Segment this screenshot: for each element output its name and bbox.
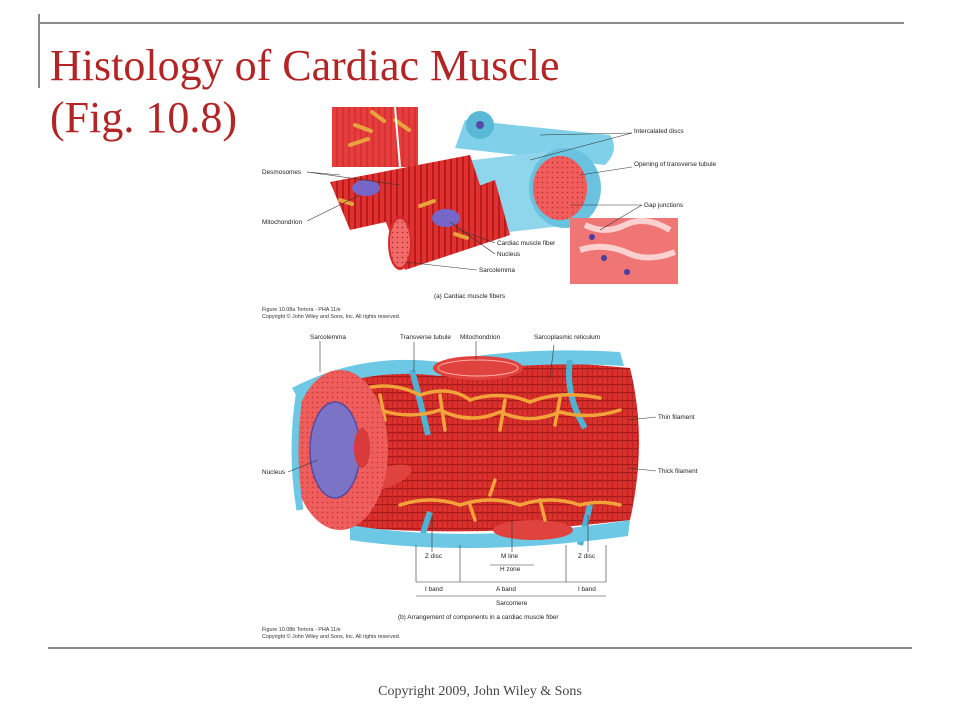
figure-b-credit-line-2: Copyright © John Wiley and Sons, Inc. Al…: [262, 633, 400, 640]
figure-a-illustration: Desmosomes Mitochondrion Intercalated di…: [262, 106, 717, 320]
figure-b-caption: (b) Arrangement of components in a cardi…: [398, 614, 559, 621]
label-sarcomere: Sarcomere: [496, 600, 528, 607]
label-i-band-left: I band: [425, 586, 443, 593]
figure-a-credit-line-2: Copyright © John Wiley and Sons, Inc. Al…: [262, 313, 400, 320]
label-thick-filament: Thick filament: [658, 468, 698, 475]
label-mitochondrion-b: Mitochondrion: [460, 334, 501, 341]
label-gap-junctions: Gap junctions: [644, 202, 683, 209]
slide-frame-top-rule: [38, 22, 904, 24]
cardiac-fiber-segment: [330, 155, 485, 230]
label-thin-filament: Thin filament: [658, 414, 695, 421]
label-desmosomes: Desmosomes: [262, 169, 301, 176]
sarcolemma-membrane: [292, 350, 624, 402]
figure-b-illustration: Sarcolemma Transverse tubule Mitochondri…: [262, 334, 698, 640]
slide-frame-left-rule: [38, 14, 40, 88]
figure-a-credit-line-1: Figure 10.08a Tortora - PHA 11/e: [262, 307, 341, 313]
slide-footer-rule: [48, 647, 912, 649]
label-sarcoplasmic-reticulum: Sarcoplasmic reticulum: [534, 334, 600, 341]
slide-title: Histology of Cardiac Muscle (Fig. 10.8): [50, 40, 560, 144]
label-z-disc-right: Z disc: [578, 553, 596, 560]
label-z-disc-left: Z disc: [425, 553, 443, 560]
label-mitochondrion-a: Mitochondrion: [262, 219, 303, 226]
label-intercalated-discs: Intercalated discs: [634, 128, 684, 135]
label-nucleus-a: Nucleus: [497, 251, 520, 258]
label-opening-of-transverse-tubule: Opening of transverse tubule: [634, 161, 717, 168]
transverse-tubule: [409, 369, 431, 436]
slide-footer-copyright: Copyright 2009, John Wiley & Sons: [378, 684, 582, 699]
slide-title-line-1: Histology of Cardiac Muscle: [50, 41, 560, 90]
mitochondrion: [433, 356, 523, 380]
label-a-band: A band: [496, 586, 516, 593]
label-sarcolemma-a: Sarcolemma: [479, 267, 515, 274]
nucleus: [310, 402, 360, 498]
label-nucleus-b: Nucleus: [262, 469, 285, 476]
label-i-band-right: I band: [578, 586, 596, 593]
myofibril-bundle: [330, 360, 639, 532]
label-sarcolemma-b: Sarcolemma: [310, 334, 346, 341]
label-h-zone: H zone: [500, 566, 521, 573]
label-m-line: M line: [501, 553, 518, 560]
label-cardiac-muscle-fiber: Cardiac muscle fiber: [497, 240, 556, 247]
slide-title-line-2: (Fig. 10.8): [50, 93, 237, 142]
figure-b-credit-line-1: Figure 10.08b Tortora - PHA 11/e: [262, 627, 341, 633]
label-transverse-tubule: Transverse tubule: [400, 334, 451, 341]
figure-a-caption: (a) Cardiac muscle fibers: [434, 293, 505, 300]
sarcoplasmic-reticulum-network: [358, 384, 622, 522]
